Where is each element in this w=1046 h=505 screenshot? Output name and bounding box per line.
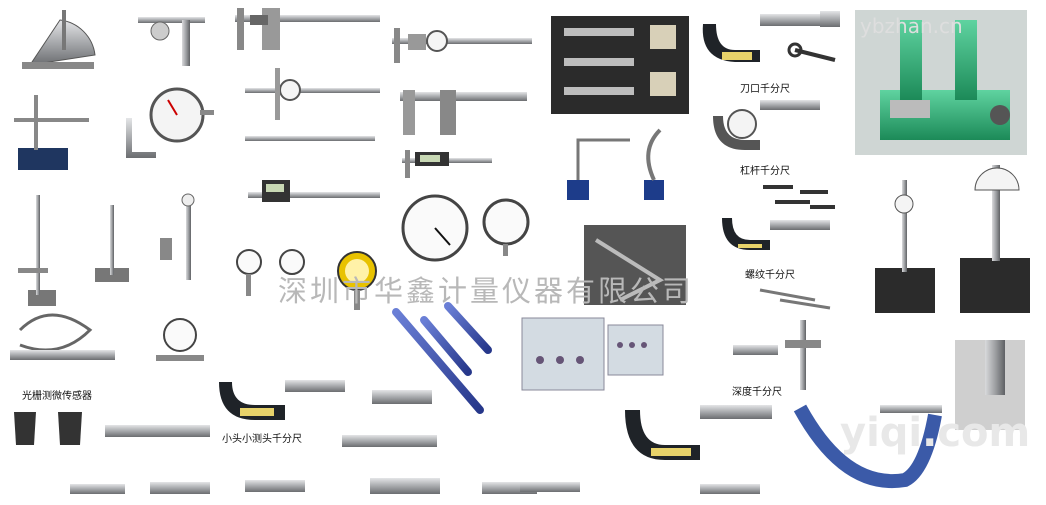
photo-panel bbox=[584, 225, 686, 305]
knife-micrometer-icon bbox=[702, 11, 840, 62]
micrometer-head-icon bbox=[342, 390, 437, 447]
magnetic-stand-icon bbox=[14, 95, 89, 170]
thread-micrometer-icon bbox=[722, 185, 835, 250]
green-fixture bbox=[855, 10, 1027, 155]
v-block-set bbox=[521, 317, 664, 391]
digital-depth-gauge-icon bbox=[248, 180, 380, 202]
digital-caliper-icon bbox=[402, 150, 492, 178]
depth-micrometer-icon bbox=[733, 288, 831, 390]
dial-indicator-icon bbox=[401, 194, 530, 262]
large-dial-indicator-icon bbox=[149, 87, 214, 143]
outside-micrometer-icon bbox=[219, 380, 345, 420]
dial-caliper-icon bbox=[392, 28, 532, 63]
small-dial-indicator-icon bbox=[236, 249, 305, 296]
height-gauge-small-icon bbox=[95, 205, 129, 282]
label-small-head-micrometer: 小头小测头千分尺 bbox=[222, 434, 302, 445]
square-icon bbox=[126, 118, 156, 158]
wrench-icon bbox=[787, 42, 836, 62]
v-block-pair bbox=[14, 412, 82, 445]
label-knife-micrometer: 刀口千分尺 bbox=[740, 84, 790, 95]
gauge-block-tray bbox=[551, 16, 689, 114]
large-frame-micrometer-icon bbox=[793, 404, 942, 488]
label-depth-micrometer: 深度千分尺 bbox=[732, 387, 782, 398]
bore-gauge-icon bbox=[160, 193, 195, 280]
gauge-block-stack-icon bbox=[955, 340, 1025, 430]
label-grating-sensor: 光栅测微传感器 bbox=[22, 391, 92, 402]
corner-watermark: ybzhan.cn bbox=[860, 14, 963, 38]
company-watermark: 深圳市华鑫计量仪器有限公司 bbox=[278, 274, 695, 308]
corner-watermark-bottom: yiqi.com bbox=[840, 410, 1031, 456]
blue-rods bbox=[392, 302, 492, 414]
grating-sensor-icon bbox=[10, 313, 115, 360]
lever-micrometer-icon bbox=[713, 100, 820, 150]
combination-square-icon bbox=[138, 17, 205, 66]
protractor-icon bbox=[22, 10, 96, 69]
label-lever-micrometer: 杠杆千分尺 bbox=[740, 166, 790, 177]
label-thread-micrometer: 螺纹千分尺 bbox=[745, 270, 795, 281]
depth-dial-caliper-icon bbox=[245, 68, 380, 141]
outside-micrometer-large-icon bbox=[625, 405, 772, 460]
height-gauge-icon bbox=[18, 195, 56, 306]
bottom-row-tools bbox=[70, 478, 760, 494]
yellow-dial-indicator-icon bbox=[337, 251, 377, 310]
vernier-caliper-icon bbox=[235, 8, 380, 50]
articulating-stand-icon bbox=[567, 128, 664, 200]
granite-stand-icon bbox=[875, 165, 1030, 313]
large-vernier-caliper-icon bbox=[400, 90, 527, 135]
straight-edge bbox=[105, 425, 210, 437]
thickness-gauge-icon bbox=[156, 318, 204, 361]
